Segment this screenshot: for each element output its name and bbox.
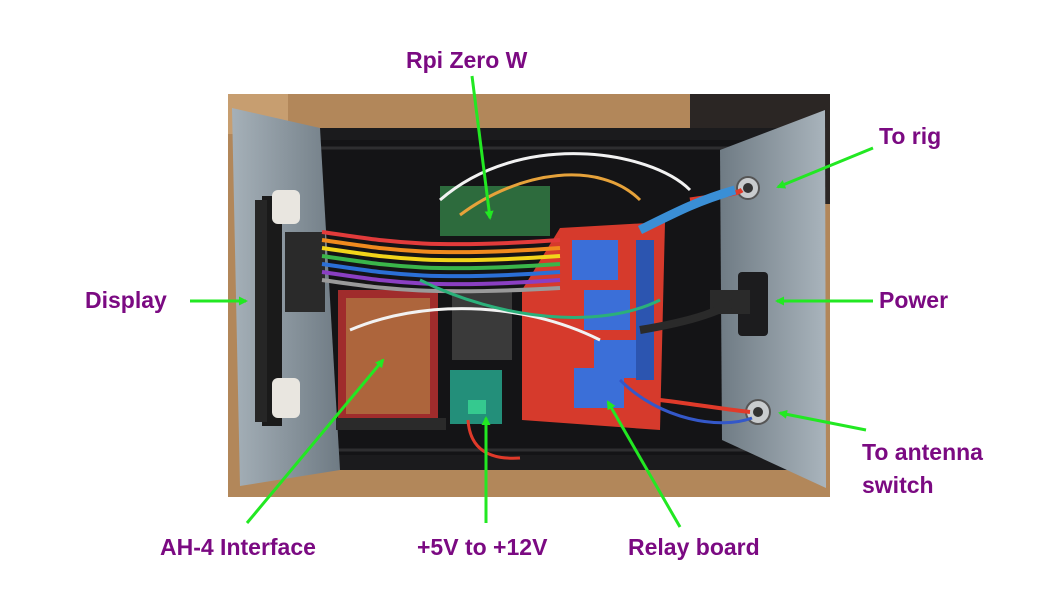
wires: [349, 152, 753, 460]
left-end-plate: [232, 108, 340, 486]
right-end-plate: [710, 110, 826, 488]
ah4-arrow: [245, 358, 385, 524]
label-to-antenna-switch: To antenna switch: [862, 439, 983, 499]
relay-arrow: [606, 400, 682, 528]
rpi-arrow: [470, 75, 494, 220]
label-rpi-zero-w: Rpi Zero W: [406, 47, 528, 73]
pi-and-converter: [440, 186, 550, 424]
rig-arrow: [776, 146, 874, 189]
arrows: [190, 75, 874, 528]
label-ah4-interface: AH-4 Interface: [160, 534, 316, 560]
proto-board: [336, 290, 446, 430]
enclosure-photo: [228, 94, 830, 497]
label-power: Power: [879, 287, 949, 313]
label-relay-board: Relay board: [628, 534, 760, 560]
antenna-arrow: [778, 409, 867, 432]
label-display: Display: [85, 287, 167, 313]
ribbon-cable: [321, 230, 561, 294]
label-5v-to-12v: +5V to +12V: [417, 534, 548, 560]
label-to-rig: To rig: [879, 123, 942, 149]
